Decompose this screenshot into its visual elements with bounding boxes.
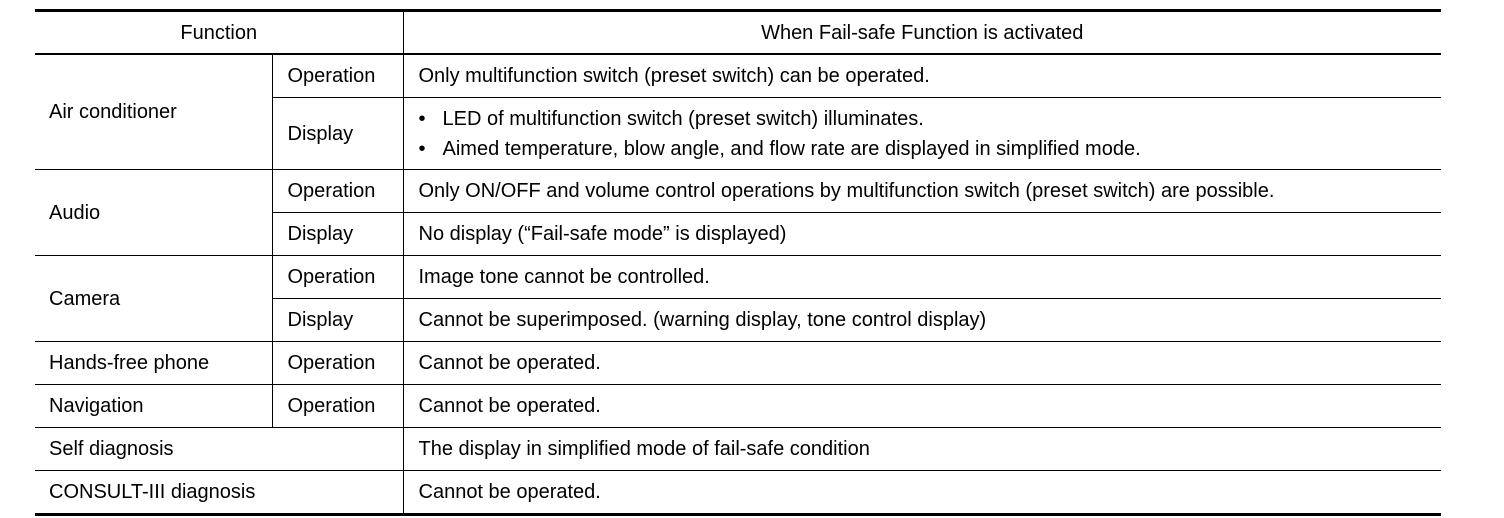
header-when-activated: When Fail-safe Function is activated — [403, 9, 1441, 55]
behavior-text: Cannot be operated. — [403, 384, 1441, 428]
function-air-conditioner: Air conditioner — [35, 53, 273, 170]
behavior-text: The display in simplified mode of fail-s… — [403, 427, 1441, 471]
table-row: Air conditioner Operation Only multifunc… — [35, 53, 1441, 170]
function-self-diagnosis: Self diagnosis — [35, 427, 404, 471]
type-label: Operation — [272, 169, 404, 213]
table-header-row: Function When Fail-safe Function is acti… — [35, 9, 1441, 55]
type-label: Operation — [272, 255, 404, 299]
table-row: Self diagnosis The display in simplified… — [35, 427, 1441, 471]
bullet-item: LED of multifunction switch (preset swit… — [419, 104, 1442, 134]
function-consult-diagnosis: CONSULT-III diagnosis — [35, 470, 404, 516]
table-row: Camera Operation Image tone cannot be co… — [35, 255, 1441, 342]
table-row: Navigation Operation Cannot be operated. — [35, 384, 1441, 428]
table-row: Hands-free phone Operation Cannot be ope… — [35, 341, 1441, 385]
table-row: Audio Operation Only ON/OFF and volume c… — [35, 169, 1441, 256]
bullet-item: Aimed temperature, blow angle, and flow … — [419, 134, 1442, 164]
function-audio: Audio — [35, 169, 273, 256]
behavior-text: LED of multifunction switch (preset swit… — [403, 97, 1442, 170]
type-label: Display — [272, 97, 404, 170]
behavior-text: Cannot be operated. — [403, 341, 1441, 385]
type-label: Operation — [272, 384, 404, 428]
function-camera: Camera — [35, 255, 273, 342]
function-navigation: Navigation — [35, 384, 273, 428]
bullet-list: LED of multifunction switch (preset swit… — [419, 104, 1442, 164]
failsafe-function-table: Function When Fail-safe Function is acti… — [35, 9, 1441, 516]
behavior-text: Only multifunction switch (preset switch… — [403, 53, 1441, 98]
behavior-text: Only ON/OFF and volume control operation… — [403, 169, 1441, 213]
header-function: Function — [35, 9, 404, 55]
type-label: Display — [272, 212, 404, 256]
behavior-text: Image tone cannot be controlled. — [403, 255, 1441, 299]
behavior-text: Cannot be superimposed. (warning display… — [403, 298, 1441, 342]
behavior-text: Cannot be operated. — [403, 470, 1441, 516]
behavior-text: No display (“Fail-safe mode” is displaye… — [403, 212, 1441, 256]
type-label: Operation — [272, 53, 404, 98]
table-row: CONSULT-III diagnosis Cannot be operated… — [35, 470, 1441, 516]
function-hands-free-phone: Hands-free phone — [35, 341, 273, 385]
table-row: Display LED of multifunction switch (pre… — [35, 97, 1442, 170]
table-row: Display No display (“Fail-safe mode” is … — [35, 212, 1441, 256]
type-label: Display — [272, 298, 404, 342]
type-label: Operation — [272, 341, 404, 385]
